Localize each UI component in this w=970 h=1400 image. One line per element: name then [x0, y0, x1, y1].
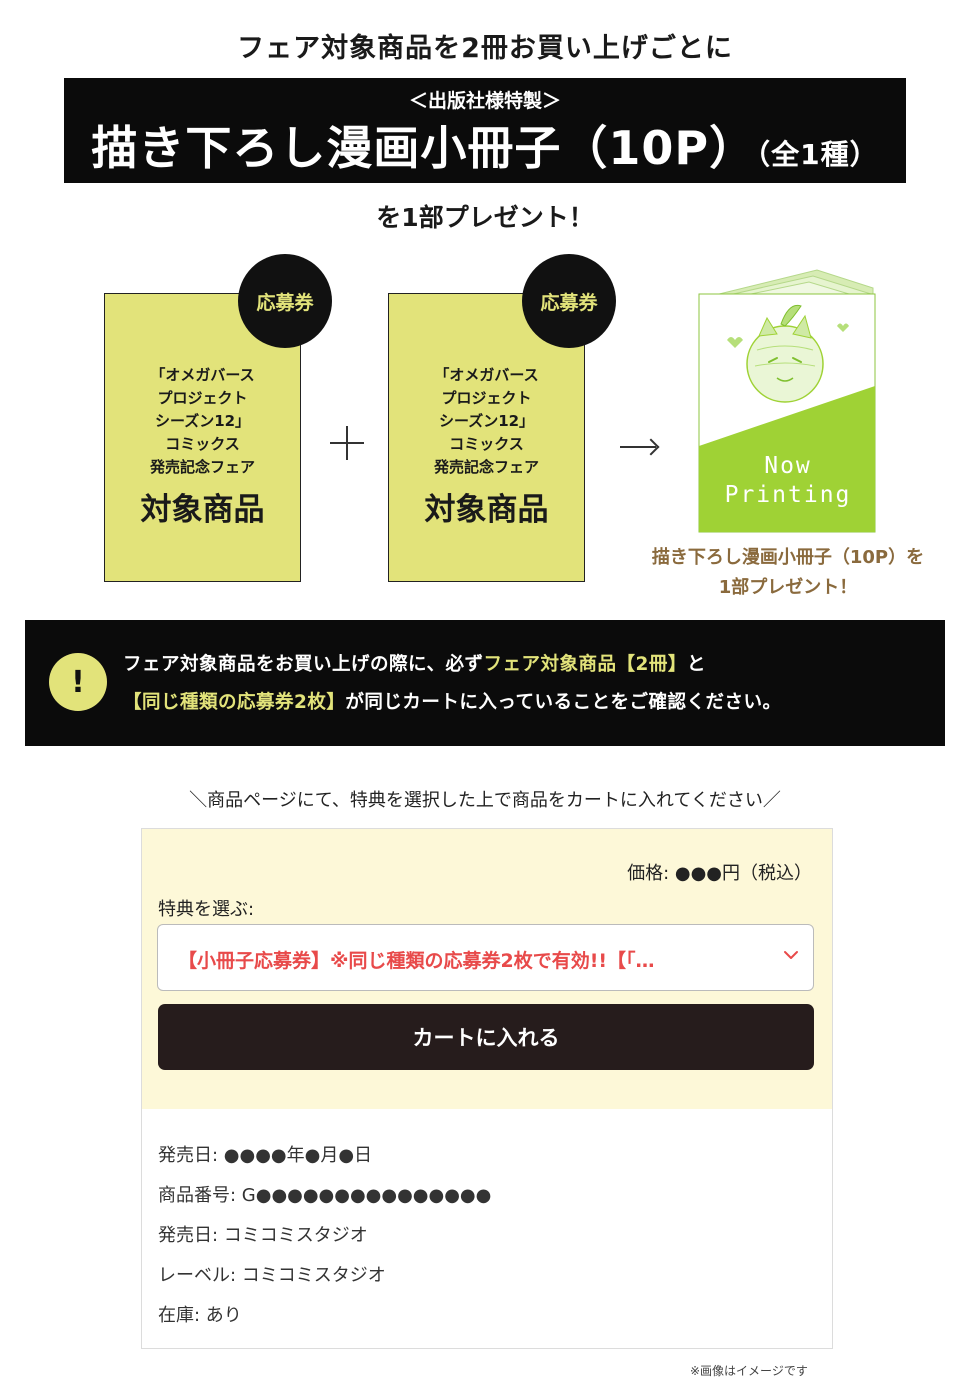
- coupon-description: 「オメガバース プロジェクト シーズン12」 コミックス 発売記念フェア: [105, 364, 300, 479]
- banner-title-suffix: （全1種）: [756, 138, 879, 171]
- booklet-caption-line2: 1部プレゼント！: [718, 577, 858, 598]
- coupon-line: シーズン12」: [154, 412, 251, 430]
- product-panel: 価格: ●●●円（税込） 特典を選ぶ: 【小冊子応募券】※同じ種類の応募券2枚で…: [141, 828, 833, 1349]
- coupon-target-label: 対象商品: [140, 492, 265, 528]
- exclamation-icon: !: [49, 653, 107, 711]
- coupon-badge: 応募券: [238, 254, 332, 348]
- bonus-select-label: 特典を選ぶ:: [158, 899, 255, 920]
- coupon-line: コミックス: [165, 435, 240, 453]
- arrow-right-icon: [620, 446, 656, 448]
- title-banner: ＜出版社様特製＞ 描き下ろし漫画小冊子（10P）（全1種）: [64, 78, 906, 183]
- price-label: 価格: ●●●円（税込）: [627, 863, 812, 884]
- notice-line-1: フェア対象商品をお買い上げの際に、必ずフェア対象商品【2冊】と: [123, 650, 706, 676]
- banner-title-main: 描き下ろし漫画小冊子（10P）: [91, 121, 757, 175]
- coupon-line: シーズン12」: [438, 412, 535, 430]
- notice-line-2: 【同じ種類の応募券2枚】が同じカートに入っていることをご確認ください。: [123, 688, 781, 714]
- headline: フェア対象商品を2冊お買い上げごとに: [237, 33, 733, 64]
- banner-title: 描き下ろし漫画小冊子（10P）（全1種）: [64, 112, 906, 178]
- coupon-badge: 応募券: [522, 254, 616, 348]
- info-publisher: 発売日: コミコミスタジオ: [158, 1225, 368, 1246]
- present-text: を1部プレゼント！: [376, 203, 594, 232]
- coupon-target-label: 対象商品: [424, 492, 549, 528]
- info-product-number: 商品番号: G●●●●●●●●●●●●●●●: [158, 1185, 492, 1206]
- booklet-caption-line1: 描き下ろし漫画小冊子（10P）を: [651, 547, 925, 568]
- plus-icon: [330, 426, 364, 460]
- coupon-description: 「オメガバース プロジェクト シーズン12」 コミックス 発売記念フェア: [389, 364, 584, 479]
- notice-text: と: [686, 654, 706, 675]
- coupon-line: 「オメガバース: [150, 366, 255, 384]
- info-release-date: 発売日: ●●●●年●月●日: [158, 1145, 373, 1166]
- chevron-down-icon: [784, 951, 798, 959]
- notice-highlight: フェア対象商品【2冊】: [483, 654, 687, 675]
- coupon-line: プロジェクト: [157, 389, 248, 407]
- booklet-cover-text-1: Now: [764, 453, 812, 479]
- notice-highlight: 【同じ種類の応募券2枚】: [123, 692, 346, 713]
- booklet-image: [698, 269, 876, 533]
- info-stock: 在庫: あり: [158, 1305, 242, 1326]
- purchase-area: 価格: ●●●円（税込） 特典を選ぶ: 【小冊子応募券】※同じ種類の応募券2枚で…: [142, 829, 832, 1109]
- image-note: ※画像はイメージです: [690, 1364, 808, 1378]
- coupon-line: コミックス: [449, 435, 524, 453]
- notice-text: フェア対象商品をお買い上げの際に、必ず: [123, 654, 484, 675]
- booklet-cover: [698, 293, 876, 533]
- coupon-line: 発売記念フェア: [433, 458, 539, 476]
- notice-banner: ! フェア対象商品をお買い上げの際に、必ずフェア対象商品【2冊】と 【同じ種類の…: [25, 620, 945, 746]
- add-to-cart-button[interactable]: カートに入れる: [158, 1004, 814, 1070]
- instruction-text: ＼商品ページにて、特典を選択した上で商品をカートに入れてください／: [189, 790, 781, 811]
- coupon-line: 「オメガバース: [434, 366, 539, 384]
- booklet-cover-text-2: Printing: [724, 482, 852, 508]
- coupon-card: 「オメガバース プロジェクト シーズン12」 コミックス 発売記念フェア 対象商…: [388, 293, 585, 582]
- notice-text: が同じカートに入っていることをご確認ください。: [345, 692, 782, 713]
- info-label: レーベル: コミコミスタジオ: [158, 1265, 386, 1286]
- bonus-select-value: 【小冊子応募券】※同じ種類の応募券2枚で有効!!【「…: [178, 950, 655, 972]
- coupon-line: プロジェクト: [441, 389, 532, 407]
- coupon-line: 発売記念フェア: [149, 458, 255, 476]
- banner-subtitle: ＜出版社様特製＞: [408, 90, 561, 112]
- booklet-caption: 描き下ろし漫画小冊子（10P）を 1部プレゼント！: [618, 543, 958, 603]
- booklet-cover-text: Now Printing: [720, 452, 856, 510]
- bonus-select[interactable]: 【小冊子応募券】※同じ種類の応募券2枚で有効!!【「…: [157, 924, 814, 991]
